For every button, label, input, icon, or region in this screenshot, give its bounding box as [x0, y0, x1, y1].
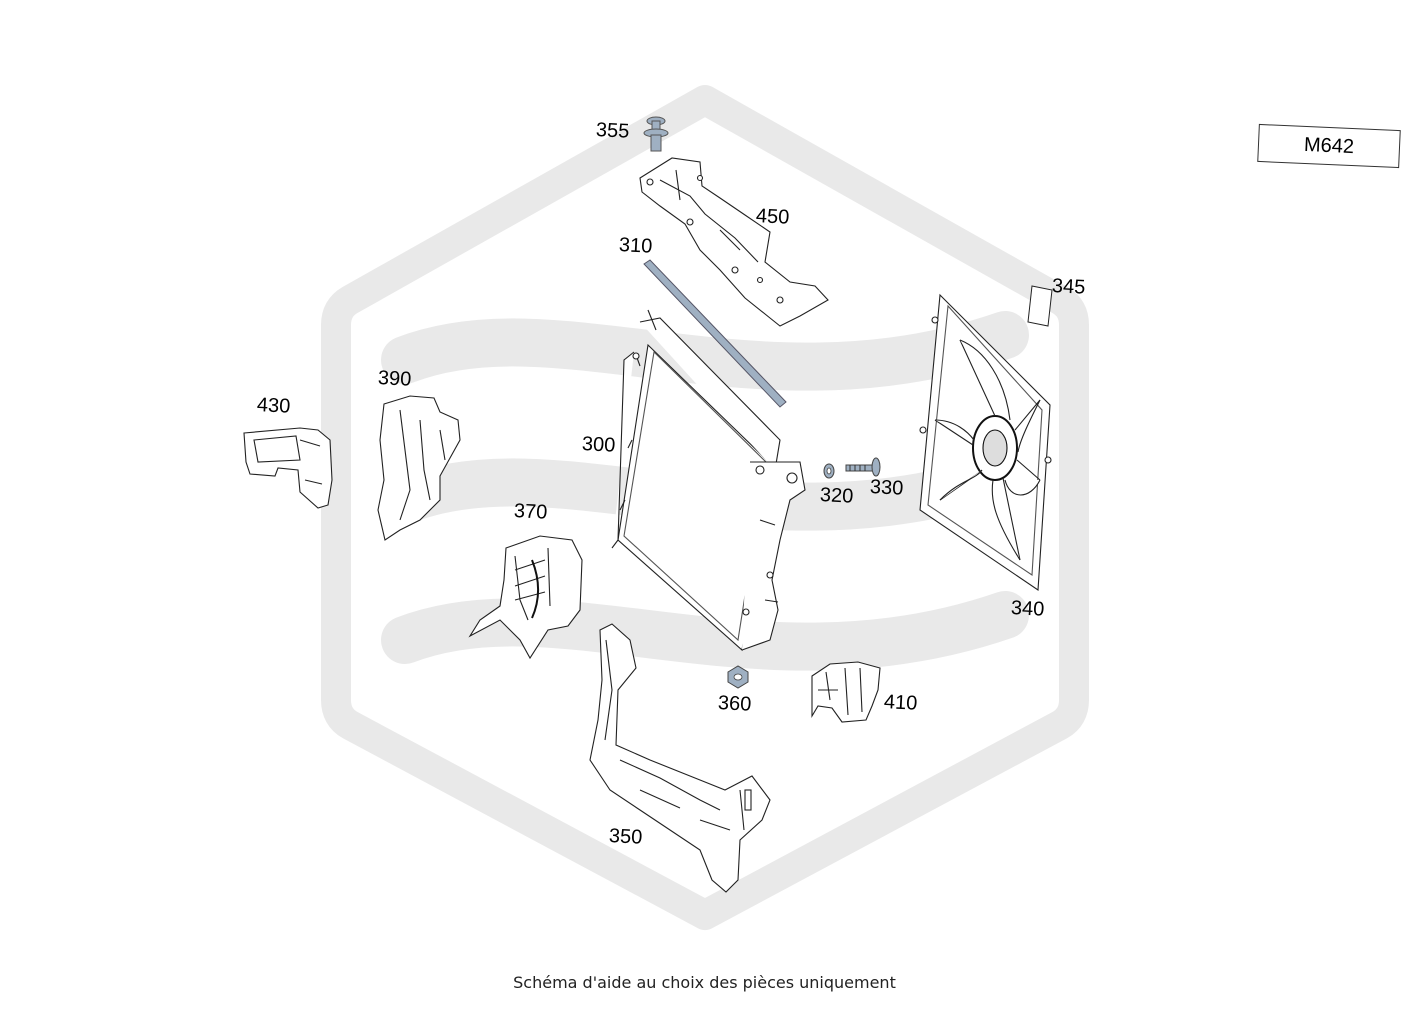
air-duct-430[interactable]	[243, 427, 333, 509]
callout-345[interactable]: 345	[1051, 275, 1085, 299]
svg-text:450: 450	[755, 205, 789, 229]
screw-330[interactable]	[845, 457, 881, 477]
nut-360[interactable]	[727, 665, 749, 689]
washer-320[interactable]	[823, 463, 835, 479]
svg-text:350: 350	[608, 825, 642, 849]
diagram-disclaimer: Schéma d'aide au choix des pièces unique…	[513, 973, 896, 992]
svg-text:355: 355	[595, 119, 629, 143]
air-duct-410[interactable]	[811, 661, 881, 723]
callout-330[interactable]: 330	[869, 476, 903, 500]
fan-shroud-340[interactable]	[919, 293, 1052, 591]
callout-350[interactable]: 350	[608, 825, 642, 849]
callout-355[interactable]: 355	[595, 119, 629, 143]
radiator-300[interactable]	[611, 309, 806, 652]
callout-370[interactable]: 370	[513, 500, 547, 524]
callout-410[interactable]: 410	[883, 691, 917, 715]
svg-text:320: 320	[819, 484, 853, 508]
callout-450[interactable]: 450	[755, 205, 789, 229]
bracket-450[interactable]	[639, 157, 829, 327]
label-345[interactable]	[1027, 285, 1053, 327]
bolt-355[interactable]	[643, 116, 669, 152]
svg-text:410: 410	[883, 691, 917, 715]
air-guide-370[interactable]	[468, 535, 583, 660]
svg-text:430: 430	[256, 394, 290, 418]
callout-390[interactable]: 390	[377, 367, 411, 391]
callout-340[interactable]: 340	[1010, 597, 1044, 621]
engine-code-badge: M642	[1257, 123, 1401, 169]
svg-text:360: 360	[717, 692, 751, 716]
svg-text:330: 330	[869, 476, 903, 500]
svg-text:390: 390	[377, 367, 411, 391]
svg-text:345: 345	[1051, 275, 1085, 299]
callout-310[interactable]: 310	[618, 234, 652, 258]
svg-text:300: 300	[581, 433, 615, 457]
engine-code-text: M642	[1303, 133, 1355, 158]
callout-430[interactable]: 430	[256, 394, 290, 418]
svg-text:370: 370	[513, 500, 547, 524]
lower-air-duct-350[interactable]	[589, 623, 771, 893]
callout-labels: 355 450 310 345 390 430 300 330 320 370 …	[256, 119, 1085, 849]
callout-360[interactable]: 360	[717, 692, 751, 716]
callout-300[interactable]: 300	[581, 433, 615, 457]
callout-320[interactable]: 320	[819, 484, 853, 508]
svg-text:340: 340	[1010, 597, 1044, 621]
seal-strip-310[interactable]	[643, 259, 787, 408]
air-guide-390[interactable]	[377, 395, 461, 541]
svg-text:310: 310	[618, 234, 652, 258]
